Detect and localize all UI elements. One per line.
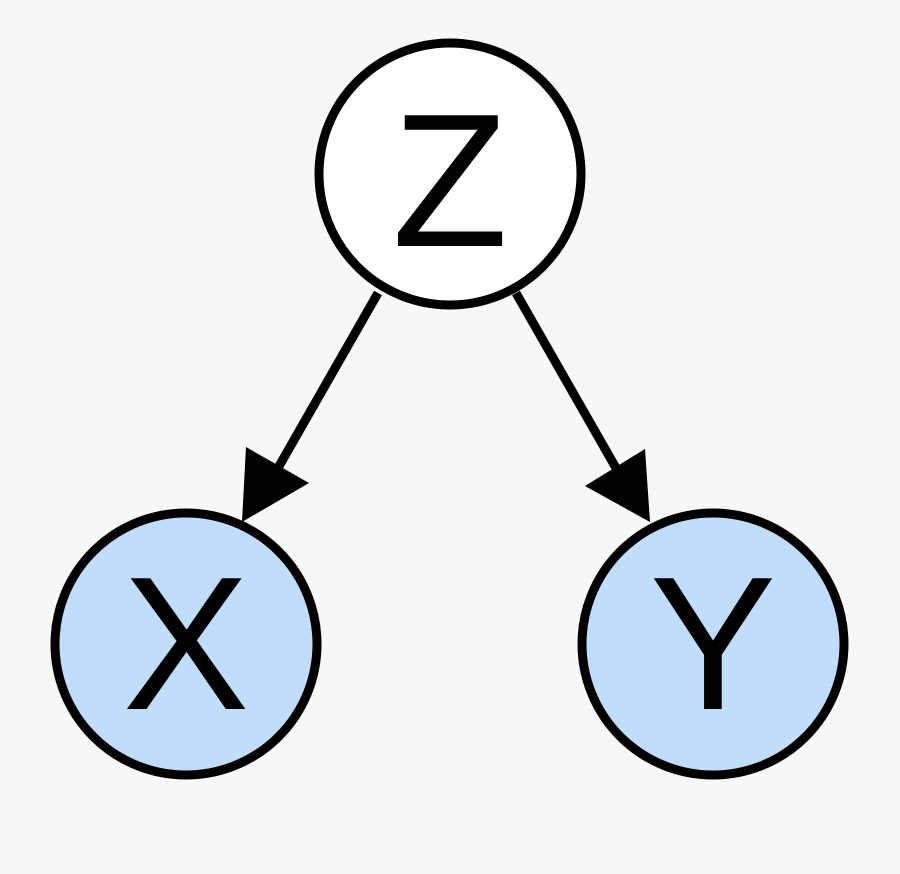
node-z-label: Z [392, 75, 508, 287]
node-x: X [50, 508, 322, 780]
node-z-circle [314, 38, 586, 310]
node-y-circle [577, 508, 849, 780]
arrowhead-x [242, 447, 309, 522]
edge-z-to-x [242, 290, 382, 522]
arrowhead-y [585, 449, 650, 522]
node-x-label: X [123, 538, 250, 750]
node-y-label: Y [650, 538, 777, 750]
node-x-circle [50, 508, 322, 780]
node-z: Z [314, 38, 586, 310]
node-y: Y [577, 508, 849, 780]
edge-z-to-y [512, 290, 650, 522]
